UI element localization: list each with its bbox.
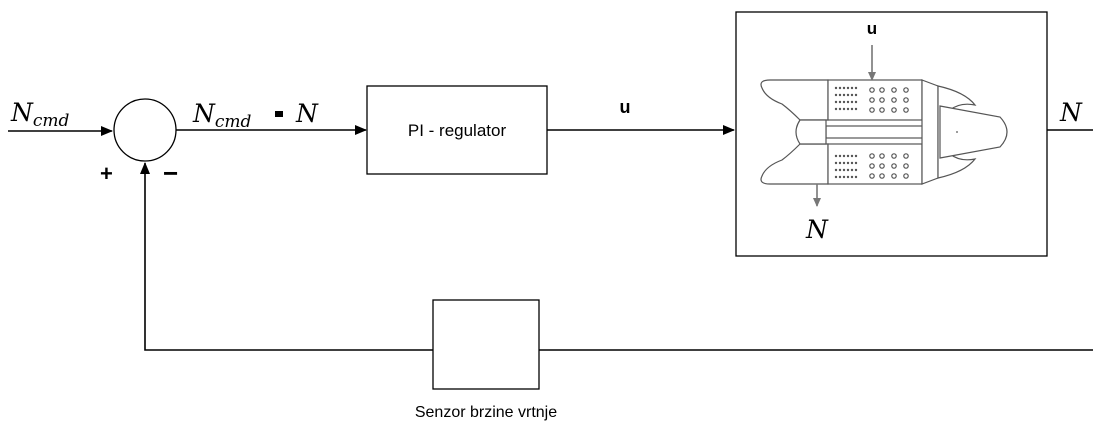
control-signal-label: u xyxy=(620,97,631,117)
input-signal-label: Ncmd xyxy=(10,98,70,131)
engine-input-label: u xyxy=(867,19,877,38)
error-signal-label: Ncmd N xyxy=(192,99,319,132)
jet-engine-icon xyxy=(760,79,1008,185)
engine-output-label: N xyxy=(805,215,829,244)
summing-junction xyxy=(113,98,177,162)
pi-regulator-block xyxy=(366,85,548,175)
error-dash-mark xyxy=(275,111,283,117)
error-minus-variable: N xyxy=(295,99,319,128)
minus-sign: − xyxy=(163,158,178,188)
speed-sensor-block xyxy=(432,299,540,390)
output-signal-label: N xyxy=(1059,98,1083,127)
plus-sign: + xyxy=(100,161,113,186)
feedback-return-wire xyxy=(140,162,433,351)
sensor-caption: Senzor brzine vrtnje xyxy=(415,404,557,421)
svg-text:Ncmd: Ncmd xyxy=(10,98,70,131)
svg-text:Ncmd: Ncmd xyxy=(192,99,252,132)
pi-regulator-label: PI - regulator xyxy=(408,121,507,140)
